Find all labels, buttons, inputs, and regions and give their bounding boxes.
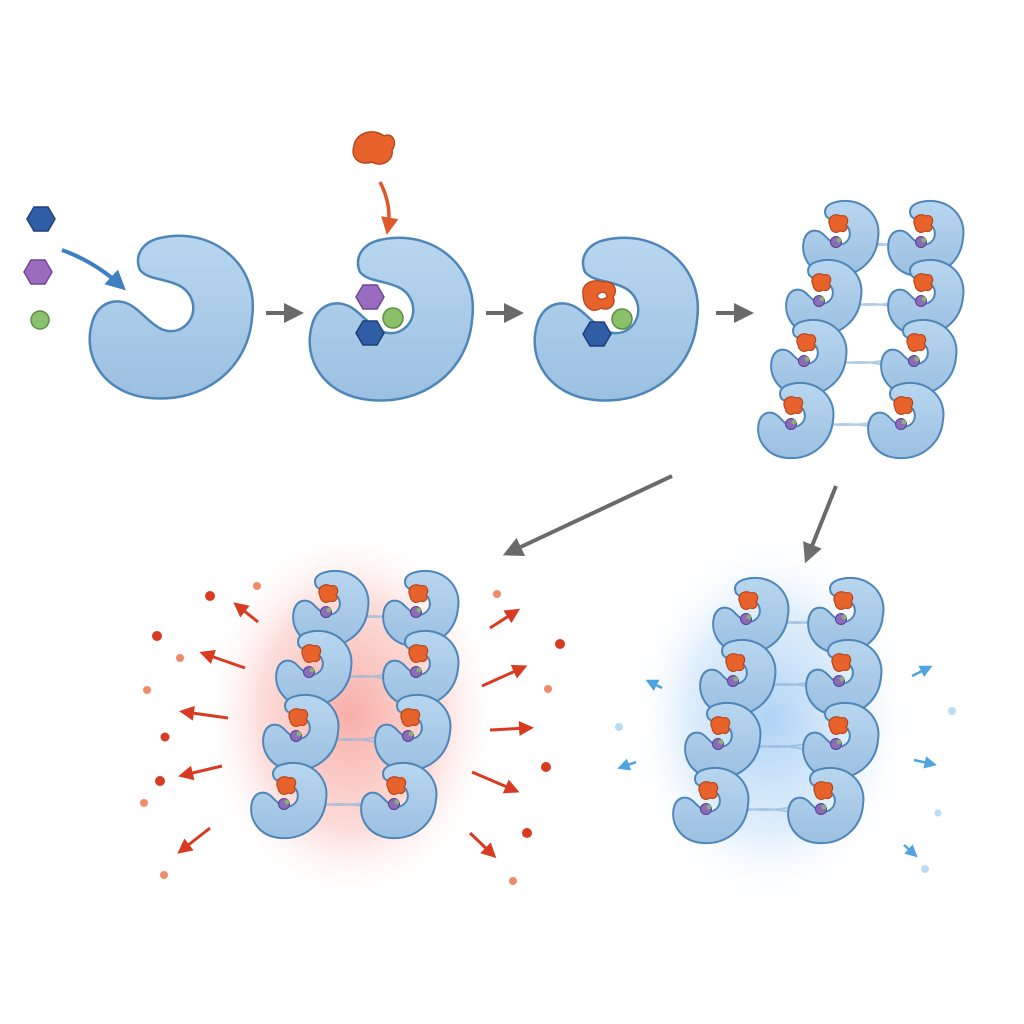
protein-icon [88, 234, 255, 400]
green-sphere-icon [611, 308, 633, 330]
blue-hexagon-icon [355, 320, 385, 346]
stage-heat-release [140, 525, 565, 905]
stage-cofactor-bound [533, 236, 700, 402]
stage-free-components [23, 206, 255, 400]
stage-cool [615, 535, 956, 905]
orange-cofactor-icon [352, 131, 396, 165]
purple-hexagon-icon [23, 259, 53, 285]
cool-arrows [617, 665, 937, 858]
assembly-unit [867, 381, 945, 460]
stage-substrate-binding [308, 131, 475, 402]
cofactor-arrow-icon [378, 181, 399, 235]
green-sphere-icon [382, 307, 404, 329]
purple-hexagon-icon [355, 284, 385, 310]
binding-arrow-icon [61, 248, 126, 291]
blue-hexagon-icon [26, 206, 56, 232]
heat-arrows [177, 602, 534, 859]
heat-particles [140, 582, 565, 885]
stage-assembled-column [757, 199, 965, 460]
branch-arrow-hot-icon [502, 474, 673, 556]
cool-particles [615, 707, 956, 873]
green-sphere-icon [30, 310, 50, 330]
assembly-unit [757, 381, 835, 460]
blue-hexagon-icon [582, 321, 612, 347]
orange-cofactor-icon [582, 280, 617, 311]
